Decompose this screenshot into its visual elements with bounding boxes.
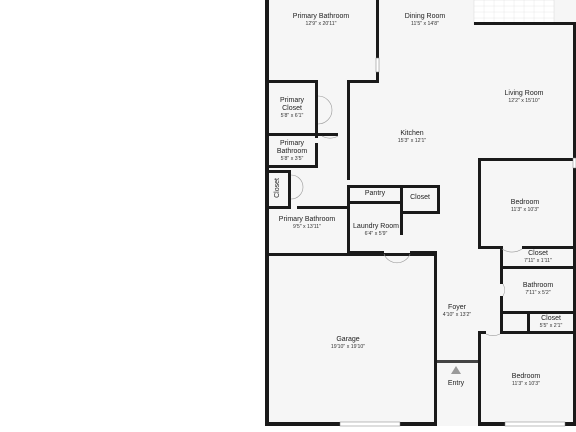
- room-dimensions-label: 5'8" x 6'1": [281, 113, 304, 119]
- room-dimensions-label: 9'5" x 13'11": [293, 224, 321, 230]
- room-name-label: Laundry Room: [353, 223, 399, 230]
- room-name-label: Bathroom: [523, 282, 554, 289]
- room-dimensions-label: 19'10" x 19'10": [331, 344, 365, 350]
- room-name-label: Bedroom: [511, 199, 540, 206]
- room-dimensions-label: 7'11" x 1'11": [524, 258, 552, 264]
- room-name-label: Primary: [280, 97, 305, 104]
- room-name-label: Primary Bathroom: [293, 13, 350, 20]
- room-dimensions-label: 5'8" x 3'5": [281, 156, 304, 162]
- room-pantry: Pantry: [365, 190, 386, 197]
- room-name-label: Pantry: [365, 190, 386, 197]
- entry-label: Entry: [448, 380, 465, 387]
- room-dimensions-label: 15'3" x 12'1": [398, 138, 427, 144]
- door-swings: [290, 95, 523, 336]
- room-name-label: Closet: [282, 105, 302, 112]
- room-name-label: Primary Bathroom: [279, 216, 336, 223]
- room-dimensions-label: 11'3" x 10'3": [511, 207, 539, 213]
- room-name-label: Bathroom: [277, 148, 308, 155]
- entry-arrow-icon: [451, 366, 461, 374]
- room-dimensions-label: 5'5" x 2'1": [540, 323, 563, 329]
- room-name-label: Closet: [528, 250, 548, 257]
- room-name-label: Closet: [274, 178, 281, 198]
- room-dimensions-label: 12'2" x 15'10": [508, 98, 539, 104]
- room-dimensions-label: 7'11" x 5'2": [525, 290, 550, 296]
- room-name-label: Primary: [280, 140, 305, 147]
- room-name-label: Foyer: [448, 304, 467, 311]
- entry-door: [437, 360, 478, 363]
- room-name-label: Living Room: [505, 90, 544, 97]
- room-dimensions-label: 4'10" x 13'2": [443, 312, 472, 318]
- room-closet-vertical: Closet: [274, 178, 281, 198]
- room-name-label: Dining Room: [405, 13, 446, 20]
- room-name-label: Closet: [541, 315, 561, 322]
- room-name-label: Garage: [336, 336, 359, 343]
- windows: [339, 57, 576, 427]
- room-closet-kitchen: Closet: [410, 194, 430, 201]
- room-name-label: Closet: [410, 194, 430, 201]
- room-dimensions-label: 6'4" x 5'9": [365, 231, 388, 237]
- room-dimensions-label: 11'5" x 14'8": [411, 21, 439, 27]
- room-name-label: Bedroom: [512, 373, 541, 380]
- room-name-label: Kitchen: [400, 130, 423, 137]
- room-dimensions-label: 12'9" x 20'11": [306, 21, 337, 27]
- room-dimensions-label: 11'3" x 10'3": [512, 381, 540, 387]
